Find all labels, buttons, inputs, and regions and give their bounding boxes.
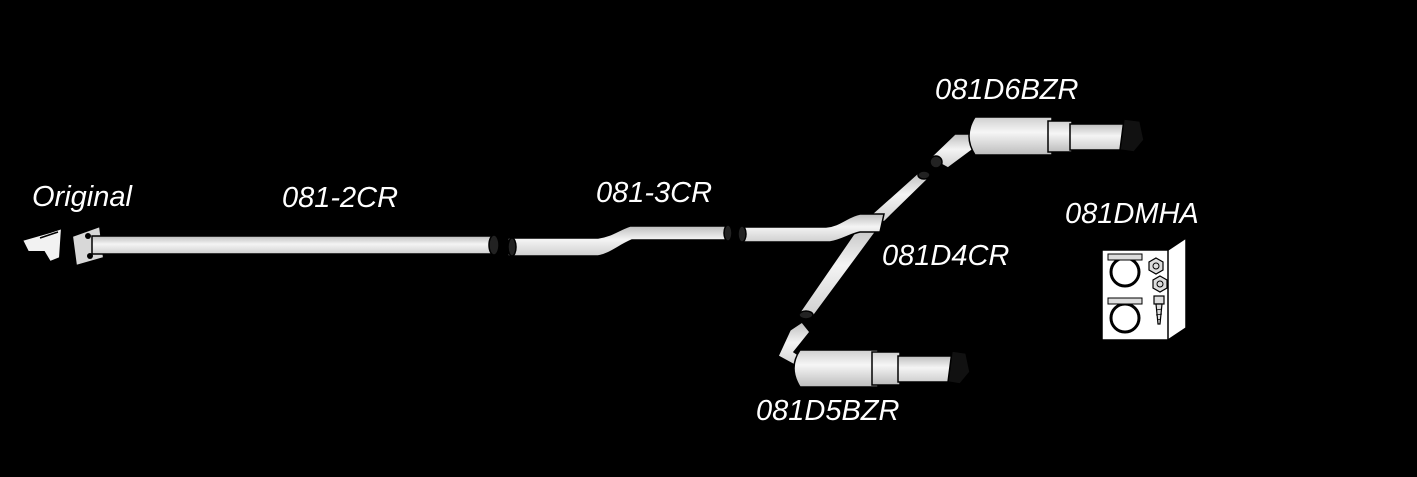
label-081-3cr: 081-3CR [596,177,713,209]
label-original: Original [32,181,132,213]
label-081dmha: 081DMHA [1065,198,1199,230]
label-081d4cr: 081D4CR [882,240,1010,272]
label-081d5bzr: 081D5BZR [756,395,900,427]
pipe-081d4cr [737,170,931,320]
label-081-2cr: 081-2CR [282,182,399,214]
hardware-kit-081dmha [1101,236,1187,341]
pipe-081-2cr [91,234,500,256]
pipe-081-3cr [507,224,733,257]
muffler-081d5bzr [777,320,971,388]
muffler-081d6bzr [928,116,1145,169]
label-081d6bzr: 081D6BZR [935,74,1079,106]
